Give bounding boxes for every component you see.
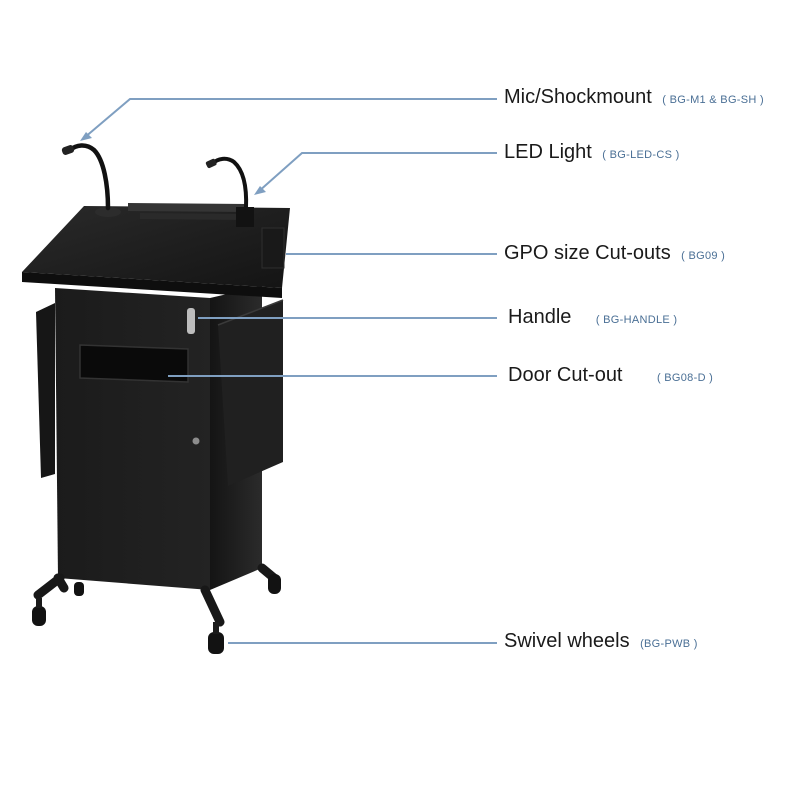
- callout-code: ( BG-M1 & BG-SH ): [662, 94, 764, 106]
- door-cutout: [79, 344, 189, 383]
- right-side-shelf: [218, 300, 283, 486]
- base-legs: [33, 563, 279, 627]
- door-lock: [192, 437, 200, 445]
- callout-label: Swivel wheels: [504, 630, 630, 652]
- callout-label: Door Cut-out: [508, 364, 623, 386]
- callout-label: Mic/Shockmount: [504, 86, 652, 108]
- left-side-shelf: [36, 303, 55, 478]
- callout-code: (BG-PWB ): [640, 638, 698, 650]
- callout-mic-shockmount: Mic/Shockmount ( BG-M1 & BG-SH ): [504, 87, 764, 107]
- callout-led-light: LED Light ( BG-LED-CS ): [504, 142, 680, 162]
- callout-door-cutout: Door Cut-out ( BG08-D ): [508, 365, 713, 385]
- mic-gooseneck: [67, 143, 111, 211]
- callout-swivel-wheels: Swivel wheels (BG-PWB ): [504, 631, 698, 651]
- led-base: [236, 207, 254, 227]
- lectern-top: [22, 206, 290, 288]
- wheel: [74, 582, 84, 596]
- wheel: [208, 622, 224, 654]
- callout-code: ( BG09 ): [681, 250, 726, 262]
- wheel: [268, 574, 281, 594]
- leader-lines: [83, 98, 497, 644]
- gpo-cutout-box: [261, 227, 285, 269]
- callout-handle: Handle ( BG-HANDLE ): [508, 307, 677, 327]
- callout-code: ( BG-HANDLE ): [595, 314, 678, 326]
- callout-label: GPO size Cut-outs: [504, 242, 671, 264]
- cabinet-front: [55, 288, 210, 590]
- mic-base: [95, 207, 121, 217]
- callout-gpo-cutouts: GPO size Cut-outs ( BG09 ): [504, 243, 725, 263]
- callout-label: Handle: [508, 306, 572, 328]
- callout-code: ( BG-LED-CS ): [602, 149, 680, 161]
- leader-line: [257, 152, 497, 193]
- led-gooseneck: [210, 156, 249, 210]
- handle: [187, 308, 195, 334]
- callout-code: ( BG08-D ): [656, 372, 714, 384]
- leader-line: [83, 98, 497, 139]
- wheel: [32, 598, 46, 626]
- callout-label: LED Light: [504, 141, 592, 163]
